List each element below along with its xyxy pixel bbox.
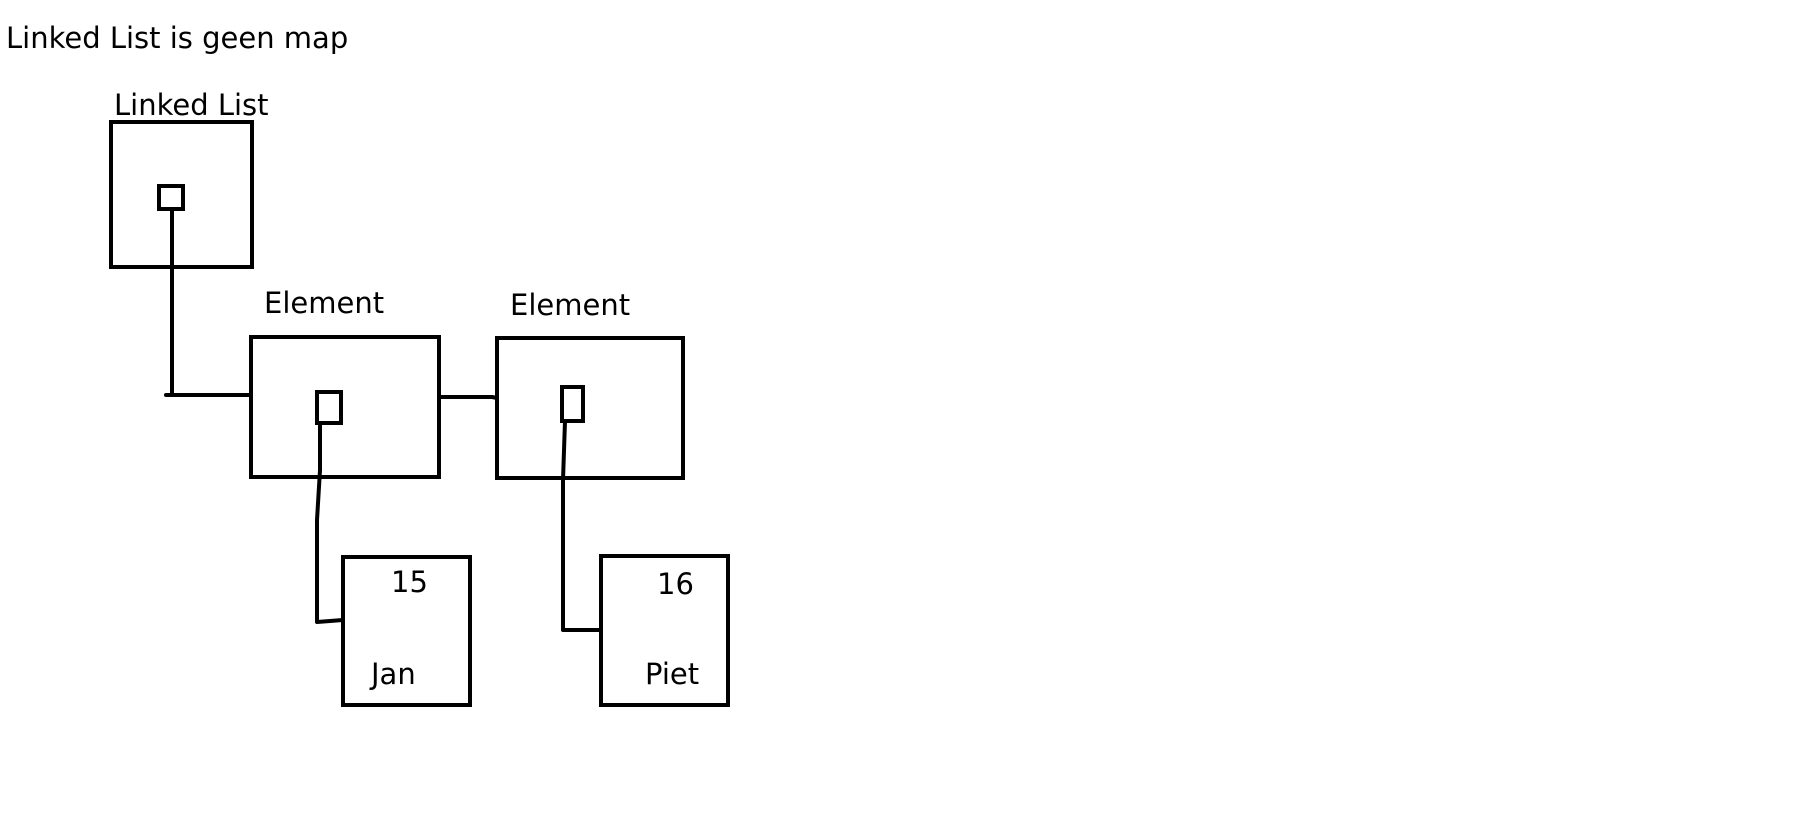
element-2-to-piet-connector xyxy=(561,419,603,632)
element-2-box xyxy=(495,336,685,480)
element-1-label: Element xyxy=(264,286,384,320)
record-piet-name: Piet xyxy=(645,657,699,691)
element-1-data-pointer xyxy=(315,390,343,425)
page-title: Linked List is geen map xyxy=(6,21,348,55)
element-2-label: Element xyxy=(510,288,630,322)
element-2-data-pointer xyxy=(560,385,585,423)
element-1-box xyxy=(249,335,441,479)
element-1-to-jan-connector xyxy=(315,421,345,624)
record-piet-number: 16 xyxy=(657,567,694,601)
element-1-to-element-2-connector xyxy=(437,395,499,400)
record-jan-number: 15 xyxy=(391,565,428,599)
linked-list-box xyxy=(109,120,254,269)
head-to-element-1-connector xyxy=(164,207,253,397)
linked-list-head-pointer xyxy=(157,184,185,211)
record-jan-name: Jan xyxy=(369,657,416,691)
linked-list-label: Linked List xyxy=(114,88,269,122)
record-jan-box xyxy=(341,555,472,707)
